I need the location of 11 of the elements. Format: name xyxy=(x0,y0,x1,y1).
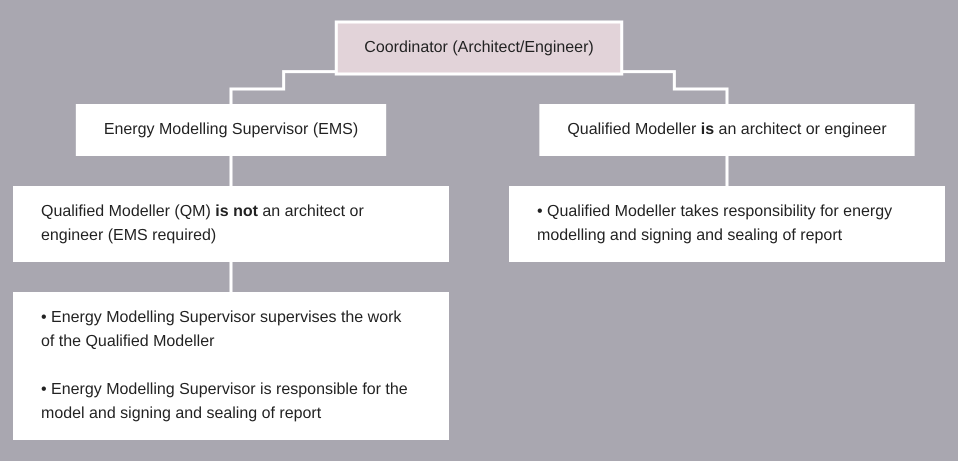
connector xyxy=(230,70,336,105)
connector xyxy=(622,70,728,105)
connector xyxy=(230,260,232,293)
node-box: Coordinator (Architect/Engineer) xyxy=(334,20,624,75)
node-box: Energy Modelling Supervisor (EMS) xyxy=(76,104,386,156)
connector xyxy=(230,154,232,187)
node-box: • Qualified Modeller takes responsibility for energy modelling and signing and sealing of report xyxy=(509,186,945,262)
node-box: Qualified Modeller (QM) is not an architect or engineer (EMS required) xyxy=(13,186,449,262)
node-box: Qualified Modeller is an architect or engineer xyxy=(539,104,915,156)
connector xyxy=(726,154,728,187)
node-box: • Energy Modelling Supervisor supervises the work of the Qualified Modeller • Energy Modelling Supervisor is responsible for the model and signing and sealing of report xyxy=(13,292,449,440)
